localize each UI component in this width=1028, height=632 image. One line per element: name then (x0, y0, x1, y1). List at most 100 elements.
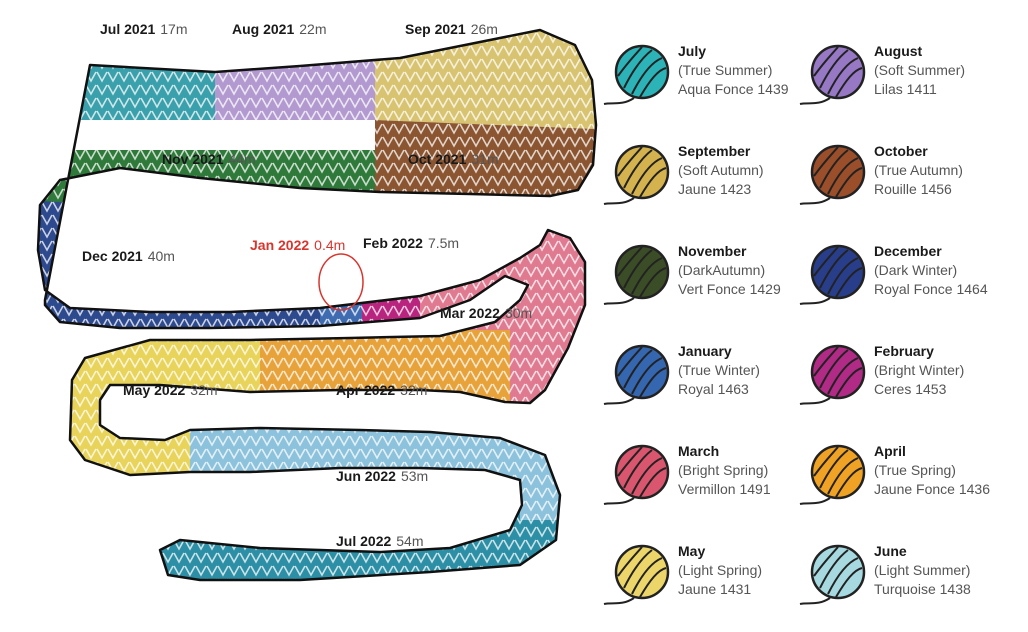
segment-feb2022 (362, 240, 420, 330)
legend-item-april: April(True Spring)Jaune Fonce 1436 (799, 443, 990, 505)
legend-month: April (874, 443, 906, 459)
legend-season: (Light Spring) (678, 562, 762, 578)
yarn-tail (603, 197, 635, 205)
legend-item-november: November (DarkAutumn) Vert Fonce 1429 (603, 243, 781, 305)
yarn-tail (799, 497, 831, 505)
segment-label-dec2021: Dec 2021 40m (82, 248, 175, 264)
yarn-ball-icon (614, 544, 670, 600)
legend-item-october: October(True Autumn)Rouille 1456 (799, 143, 963, 205)
segment-month: Dec 2021 (82, 248, 143, 264)
segment-amount: 30m (505, 305, 532, 321)
segment-amount: 7.5m (428, 235, 459, 251)
legend-month: June (874, 543, 907, 559)
segment-label-jun2022: Jun 2022 53m (336, 468, 428, 484)
legend-item-march: March(Bright Spring)Vermillon 1491 (603, 443, 771, 505)
segment-label-sep2021: Sep 2021 26m (405, 21, 498, 37)
yarn-strands (813, 46, 863, 98)
yarn-tail (603, 397, 635, 405)
yarn-strands (617, 46, 667, 98)
segment-label-may2022: May 2022 32m (123, 382, 218, 398)
yarn-ball-icon (810, 144, 866, 200)
yarn-strands (617, 546, 667, 598)
segment-month: May 2022 (123, 382, 185, 398)
segment-month: Jul 2022 (336, 533, 391, 549)
segment-month: Oct 2021 (408, 151, 467, 167)
legend-season: (DarkAutumn) (678, 262, 765, 278)
yarn-ball-icon (810, 44, 866, 100)
legend-yarn: Vert Fonce 1429 (678, 281, 781, 297)
legend-season: (Soft Autumn) (678, 162, 764, 178)
segment-month: Sep 2021 (405, 21, 466, 37)
yarn-strands (813, 546, 863, 598)
segment-month: Jun 2022 (336, 468, 396, 484)
legend-month: November (678, 243, 747, 259)
segment-amount: 32m (190, 382, 217, 398)
legend-season: (Bright Winter) (874, 362, 964, 378)
segment-amount: 26m (471, 21, 498, 37)
segment-label-apr2022: Apr 2022 32m (336, 382, 427, 398)
yarn-tail (799, 297, 831, 305)
segment-month: Aug 2021 (232, 21, 294, 37)
jan-2022-highlight-circle (318, 253, 364, 311)
segment-amount: 32m (400, 382, 427, 398)
yarn-tail (603, 297, 635, 305)
yarn-tail (799, 397, 831, 405)
yarn-tail (603, 497, 635, 505)
legend-yarn: Ceres 1453 (874, 381, 947, 397)
yarn-strands (617, 146, 667, 198)
legend-season: (Soft Summer) (874, 62, 965, 78)
yarn-ball-icon (614, 344, 670, 400)
yarn-ball-icon (810, 544, 866, 600)
legend-yarn: Rouille 1456 (874, 181, 952, 197)
yarn-strands (617, 346, 667, 398)
legend-month: August (874, 43, 923, 59)
legend-yarn: Jaune 1423 (678, 181, 751, 197)
segment-month: Apr 2022 (336, 382, 395, 398)
legend-item-december: December(Dark Winter)Royal Fonce 1464 (799, 243, 988, 305)
legend-season: (Dark Winter) (874, 262, 957, 278)
segment-month: Jul 2021 (100, 21, 155, 37)
legend-item-february: February (Bright Winter) Ceres 1453 (799, 343, 964, 405)
legend-season: (Light Summer) (874, 562, 970, 578)
legend-yarn: Jaune Fonce 1436 (874, 481, 990, 497)
segment-amount: 0.4m (314, 237, 345, 253)
legend-month: March (678, 443, 719, 459)
yarn-strands (813, 146, 863, 198)
legend-month: October (874, 143, 928, 159)
yarn-ball-icon (614, 44, 670, 100)
legend-season: (True Summer) (678, 62, 772, 78)
legend-yarn: Royal 1463 (678, 381, 749, 397)
yarn-tail (799, 197, 831, 205)
legend-month: July (678, 43, 706, 59)
legend-item-june: June(Light Summer)Turquoise 1438 (799, 543, 971, 605)
legend-item-may: May(Light Spring)Jaune 1431 (603, 543, 762, 605)
segment-amount: 54m (396, 533, 423, 549)
legend-month: February (874, 343, 934, 359)
legend-season: (Bright Spring) (678, 462, 768, 478)
yarn-ball-icon (810, 444, 866, 500)
legend-month: January (678, 343, 732, 359)
segment-amount: 40m (148, 248, 175, 264)
segment-amount: 53m (401, 468, 428, 484)
segment-aug2021 (215, 40, 375, 120)
legend-yarn: Jaune 1431 (678, 581, 751, 597)
legend-yarn: Royal Fonce 1464 (874, 281, 988, 297)
legend-item-january: January (True Winter) Royal 1463 (603, 343, 760, 405)
segment-label-jul2022: Jul 2022 54m (336, 533, 424, 549)
legend-item-july: July (True Summer) Aqua Fonce 1439 (603, 43, 789, 105)
legend-season: (True Winter) (678, 362, 760, 378)
yarn-ball-icon (614, 244, 670, 300)
legend-yarn: Aqua Fonce 1439 (678, 81, 789, 97)
yarn-legend: July (True Summer) Aqua Fonce 1439 August (S… (603, 43, 990, 605)
segment-month: Nov 2021 (162, 151, 224, 167)
yarn-ball-icon (614, 444, 670, 500)
yarn-strands (813, 446, 863, 498)
yarn-strands (813, 346, 863, 398)
